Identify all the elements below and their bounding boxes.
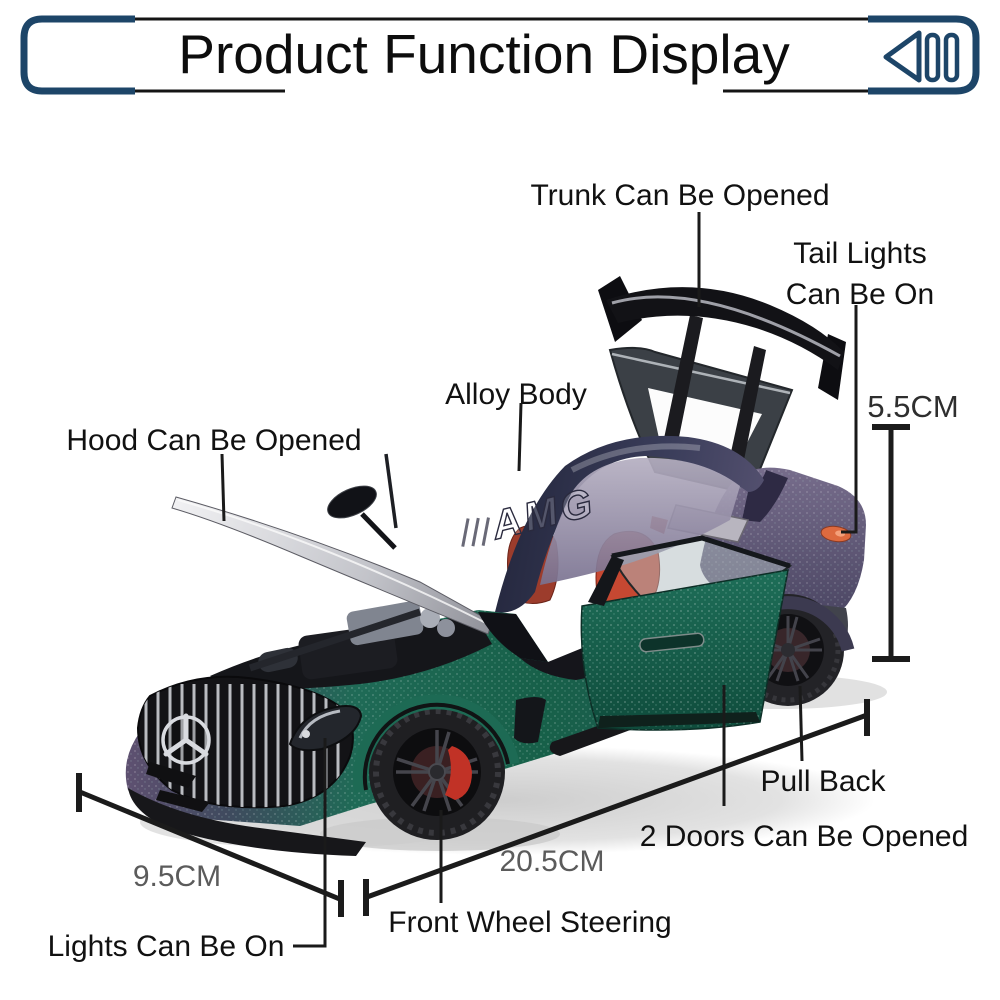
leader-pull-back [798, 685, 804, 762]
dimension-lines [76, 424, 910, 917]
side-mirror [327, 453, 398, 550]
headlight [288, 705, 363, 752]
engine-bay [210, 600, 492, 690]
side-vent [514, 697, 546, 744]
label-dim-length: 20.5CM [499, 845, 605, 878]
dim-width-line [76, 773, 344, 917]
front-splitter [128, 788, 366, 856]
label-tail-lights: Tail Lights Can Be On [785, 237, 935, 311]
hood-panel-open [171, 496, 493, 635]
leader-hood [220, 453, 226, 522]
label-front-wheel: Front Wheel Steering [388, 906, 672, 939]
label-dim-height: 5.5CM [867, 389, 959, 424]
header-banner [20, 15, 980, 95]
leader-lines [220, 212, 858, 948]
fender-lip [362, 702, 510, 791]
label-trunk: Trunk Can Be Opened [530, 179, 830, 212]
leader-lights [293, 738, 327, 948]
mercedes-star-icon [161, 713, 211, 765]
windshield [540, 457, 740, 585]
rewind-icon [883, 30, 960, 83]
wing-struts [662, 315, 766, 470]
banner-right-bracket [868, 15, 980, 95]
brake-caliper [445, 746, 472, 800]
door-handle [639, 632, 705, 653]
roof [495, 435, 764, 613]
label-doors: 2 Doors Can Be Opened [639, 820, 969, 853]
door-open [580, 535, 793, 731]
dim-height-line [872, 424, 910, 662]
label-pull-back: Pull Back [760, 765, 886, 798]
page-title: Product Function Display [178, 23, 790, 85]
front-wheel [369, 704, 505, 840]
label-dim-width: 9.5CM [132, 860, 222, 893]
label-lights: Lights Can Be On [47, 930, 285, 963]
dim-length-line [363, 699, 870, 916]
leader-alloy-body [517, 402, 523, 472]
banner-left-bracket [20, 15, 135, 95]
cowl [478, 612, 548, 662]
grille [136, 675, 354, 809]
leader-tail-lights [841, 305, 858, 534]
rear-wing [598, 276, 846, 400]
label-hood: Hood Can Be Opened [66, 424, 362, 457]
label-alloy-body: Alloy Body [445, 378, 587, 411]
front-fascia [128, 675, 366, 856]
front-fender-arch [353, 694, 520, 794]
